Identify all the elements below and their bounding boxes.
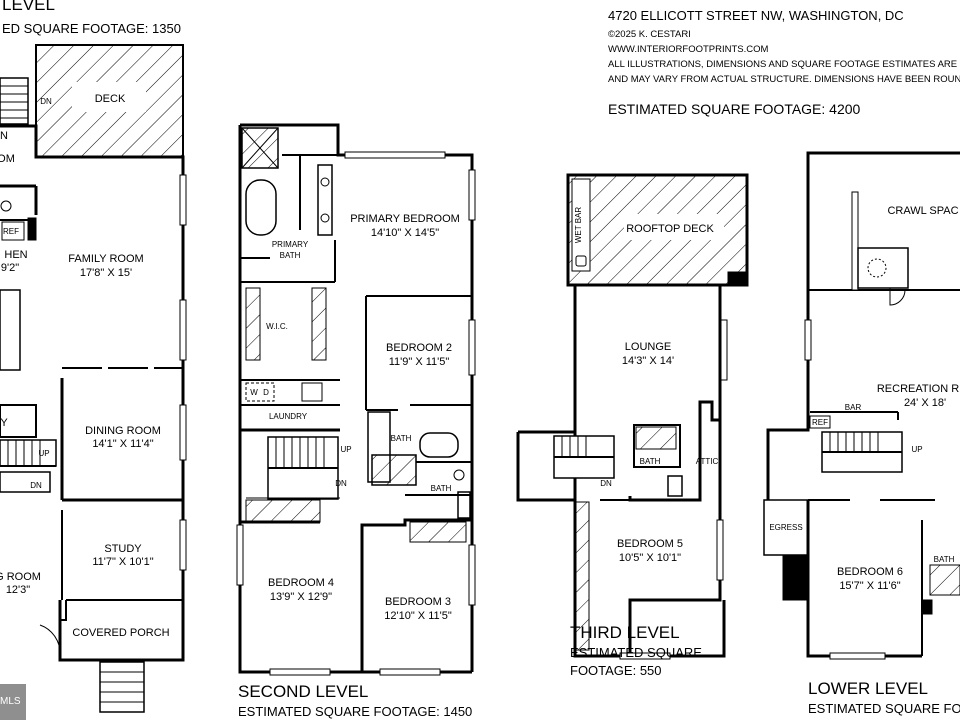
lounge-dim: 14'3" X 14' [622,355,674,367]
second-level-plan: PRIMARY BEDROOM 14'10" X 14'5" PRIMARY B… [236,123,476,719]
ref-label: REF [3,227,19,236]
washer-label: W [250,388,258,397]
up-label: UP [38,449,49,458]
bar-label: BAR [845,403,862,412]
lower-level-sqft: ESTIMATED SQUARE FOOTA [808,701,960,716]
website-link[interactable]: WWW.INTERIORFOOTPRINTS.COM [608,44,769,55]
n-cut-label: N [0,130,8,142]
bedroom-3-label: BEDROOM 3 [385,596,451,608]
kitchen-dim: 9'2" [1,262,19,274]
main-level-sqft: ED SQUARE FOOTAGE: 1350 [2,21,181,36]
bedroom-6-label: BEDROOM 6 [837,566,903,578]
second-level-title: SECOND LEVEL [238,682,368,701]
laundry-label: LAUNDRY [269,412,308,421]
primary-bath-label-2: BATH [280,251,301,260]
family-room-label: FAMILY ROOM [68,253,143,265]
dn-label: DN [40,97,52,106]
deck-label: DECK [95,93,126,105]
y-cut-label: Y [0,417,8,429]
second-level-sqft: ESTIMATED SQUARE FOOTAGE: 1450 [238,704,472,719]
ref-label-lower: REF [812,418,828,427]
disclaimer-line-1: ALL ILLUSTRATIONS, DIMENSIONS AND SQUARE… [608,59,958,70]
dn-label-3: DN [600,479,612,488]
lounge-label: LOUNGE [625,341,671,353]
kitchen-label: HEN [4,249,27,261]
bath-label-3: BATH [640,457,661,466]
bedroom-4-dim: 13'9" X 12'9" [270,591,332,603]
copyright: ©2025 K. CESTARI [608,29,691,40]
room-cut-label: OM [0,153,15,165]
family-room-dim: 17'8" X 15' [80,267,132,279]
disclaimer-line-2: AND MAY VARY FROM ACTUAL STRUCTURE. DIME… [608,74,960,85]
main-stairs-top [0,77,29,125]
covered-porch-label: COVERED PORCH [72,627,169,639]
bedroom-6-dim: 15'7" X 11'6" [839,580,900,592]
third-level-plan: WET BAR ROOFTOP DECK LOUNGE 14'3" X 14' … [516,173,749,678]
primary-bedroom-dim: 14'10" X 14'5" [371,227,439,239]
recreation-room-label: RECREATION R [877,383,959,395]
study-dim: 11'7" X 10'1" [92,556,153,568]
third-level-title: THIRD LEVEL [570,623,680,642]
crawl-space-label: CRAWL SPAC [887,205,958,217]
bedroom-5-label: BEDROOM 5 [617,538,683,550]
dn-label-2: DN [335,479,347,488]
primary-bath-label-1: PRIMARY [272,240,309,249]
header-info: 4720 ELLICOTT STREET NW, WASHINGTON, DC … [608,8,960,117]
bedroom-2-dim: 11'9" X 11'5" [389,356,450,368]
living-room-dim: 12'3" [6,584,30,596]
dining-room-label: DINING ROOM [85,425,161,437]
total-square-footage: ESTIMATED SQUARE FOOTAGE: 4200 [608,101,861,117]
up-label-lower: UP [911,445,922,454]
wic-label: W.I.C. [266,322,288,331]
third-level-sqft-1: ESTIMATED SQUARE [570,645,702,660]
dining-room-dim: 14'1" X 11'4" [92,438,153,450]
lower-level-plan: CRAWL SPAC RECREATION R 24' X 18' BAR RE… [763,151,960,716]
attic-label: ATTIC [696,457,719,466]
recreation-room-dim: 24' X 18' [904,397,946,409]
bedroom-4-label: BEDROOM 4 [268,577,334,589]
bedroom-2-label: BEDROOM 2 [386,342,452,354]
main-level-title: LEVEL [2,0,55,14]
bath-b-label: BATH [431,484,452,493]
main-level-plan: LEVEL ED SQUARE FOOTAGE: 1350 [0,0,187,713]
living-room-label: G ROOM [0,571,41,583]
egress-label: EGRESS [769,523,802,532]
dryer-label: D [263,388,269,397]
primary-bedroom-label: PRIMARY BEDROOM [350,213,460,225]
dn-label-lower: DN [30,481,42,490]
bedroom-3-dim: 12'10" X 11'5" [384,610,452,622]
wet-bar-label: WET BAR [574,207,583,244]
lower-level-title: LOWER LEVEL [808,679,928,698]
main-stairs-lower [0,439,57,467]
bath-label-lower: BATH [934,555,955,564]
third-level-sqft-2: FOOTAGE: 550 [570,663,662,678]
bedroom-5-dim: 10'5" X 10'1" [619,552,681,564]
bath-a-label: BATH [391,434,412,443]
mls-watermark: MLS [0,684,26,720]
address: 4720 ELLICOTT STREET NW, WASHINGTON, DC [608,8,904,23]
rooftop-deck-label: ROOFTOP DECK [626,223,714,235]
up-label-2: UP [340,445,351,454]
study-label: STUDY [104,543,142,555]
